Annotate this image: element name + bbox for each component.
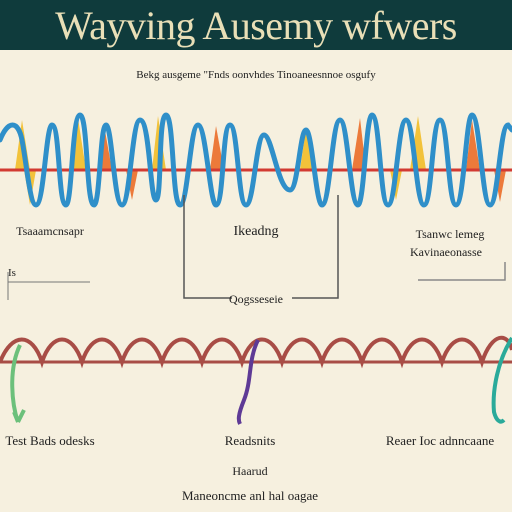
- page-title: Wayving Ausemy wfwers: [55, 2, 457, 48]
- label-center-box: Ikeadng: [233, 224, 278, 239]
- green-accent-curve: [10, 344, 26, 423]
- teal-accent-curve: [491, 336, 512, 424]
- lower-wave: [0, 335, 512, 369]
- upper-wave: [0, 112, 512, 208]
- subtitle: Bekg ausgeme "Fnds oonvhdes Tinoaneesnno…: [136, 69, 376, 81]
- title-bar: Wayving Ausemy wfwers: [0, 0, 512, 50]
- left-small-bracket: [7, 272, 90, 300]
- label-bottom-small: Haarud: [232, 464, 267, 478]
- right-bracket: [418, 262, 506, 281]
- label-right-upper-2: Kavinaeonasse: [410, 245, 482, 259]
- label-right-lower: Reaer Ioc adnncaane: [386, 433, 494, 448]
- bottom-caption: Maneoncme anl hal oagae: [182, 488, 318, 503]
- label-center-lower: Readsnits: [225, 433, 276, 448]
- label-right-upper-1: Tsanwc lemeg: [416, 227, 485, 241]
- label-left-small: Is: [8, 267, 16, 279]
- label-left-upper: Tsaaamcnsapr: [16, 224, 84, 238]
- label-left-lower: Test Bads odesks: [5, 433, 94, 448]
- label-center-bottom-box: Qogsseseie: [229, 292, 283, 306]
- center-bracket: [183, 195, 339, 299]
- purple-accent-curve: [236, 339, 260, 425]
